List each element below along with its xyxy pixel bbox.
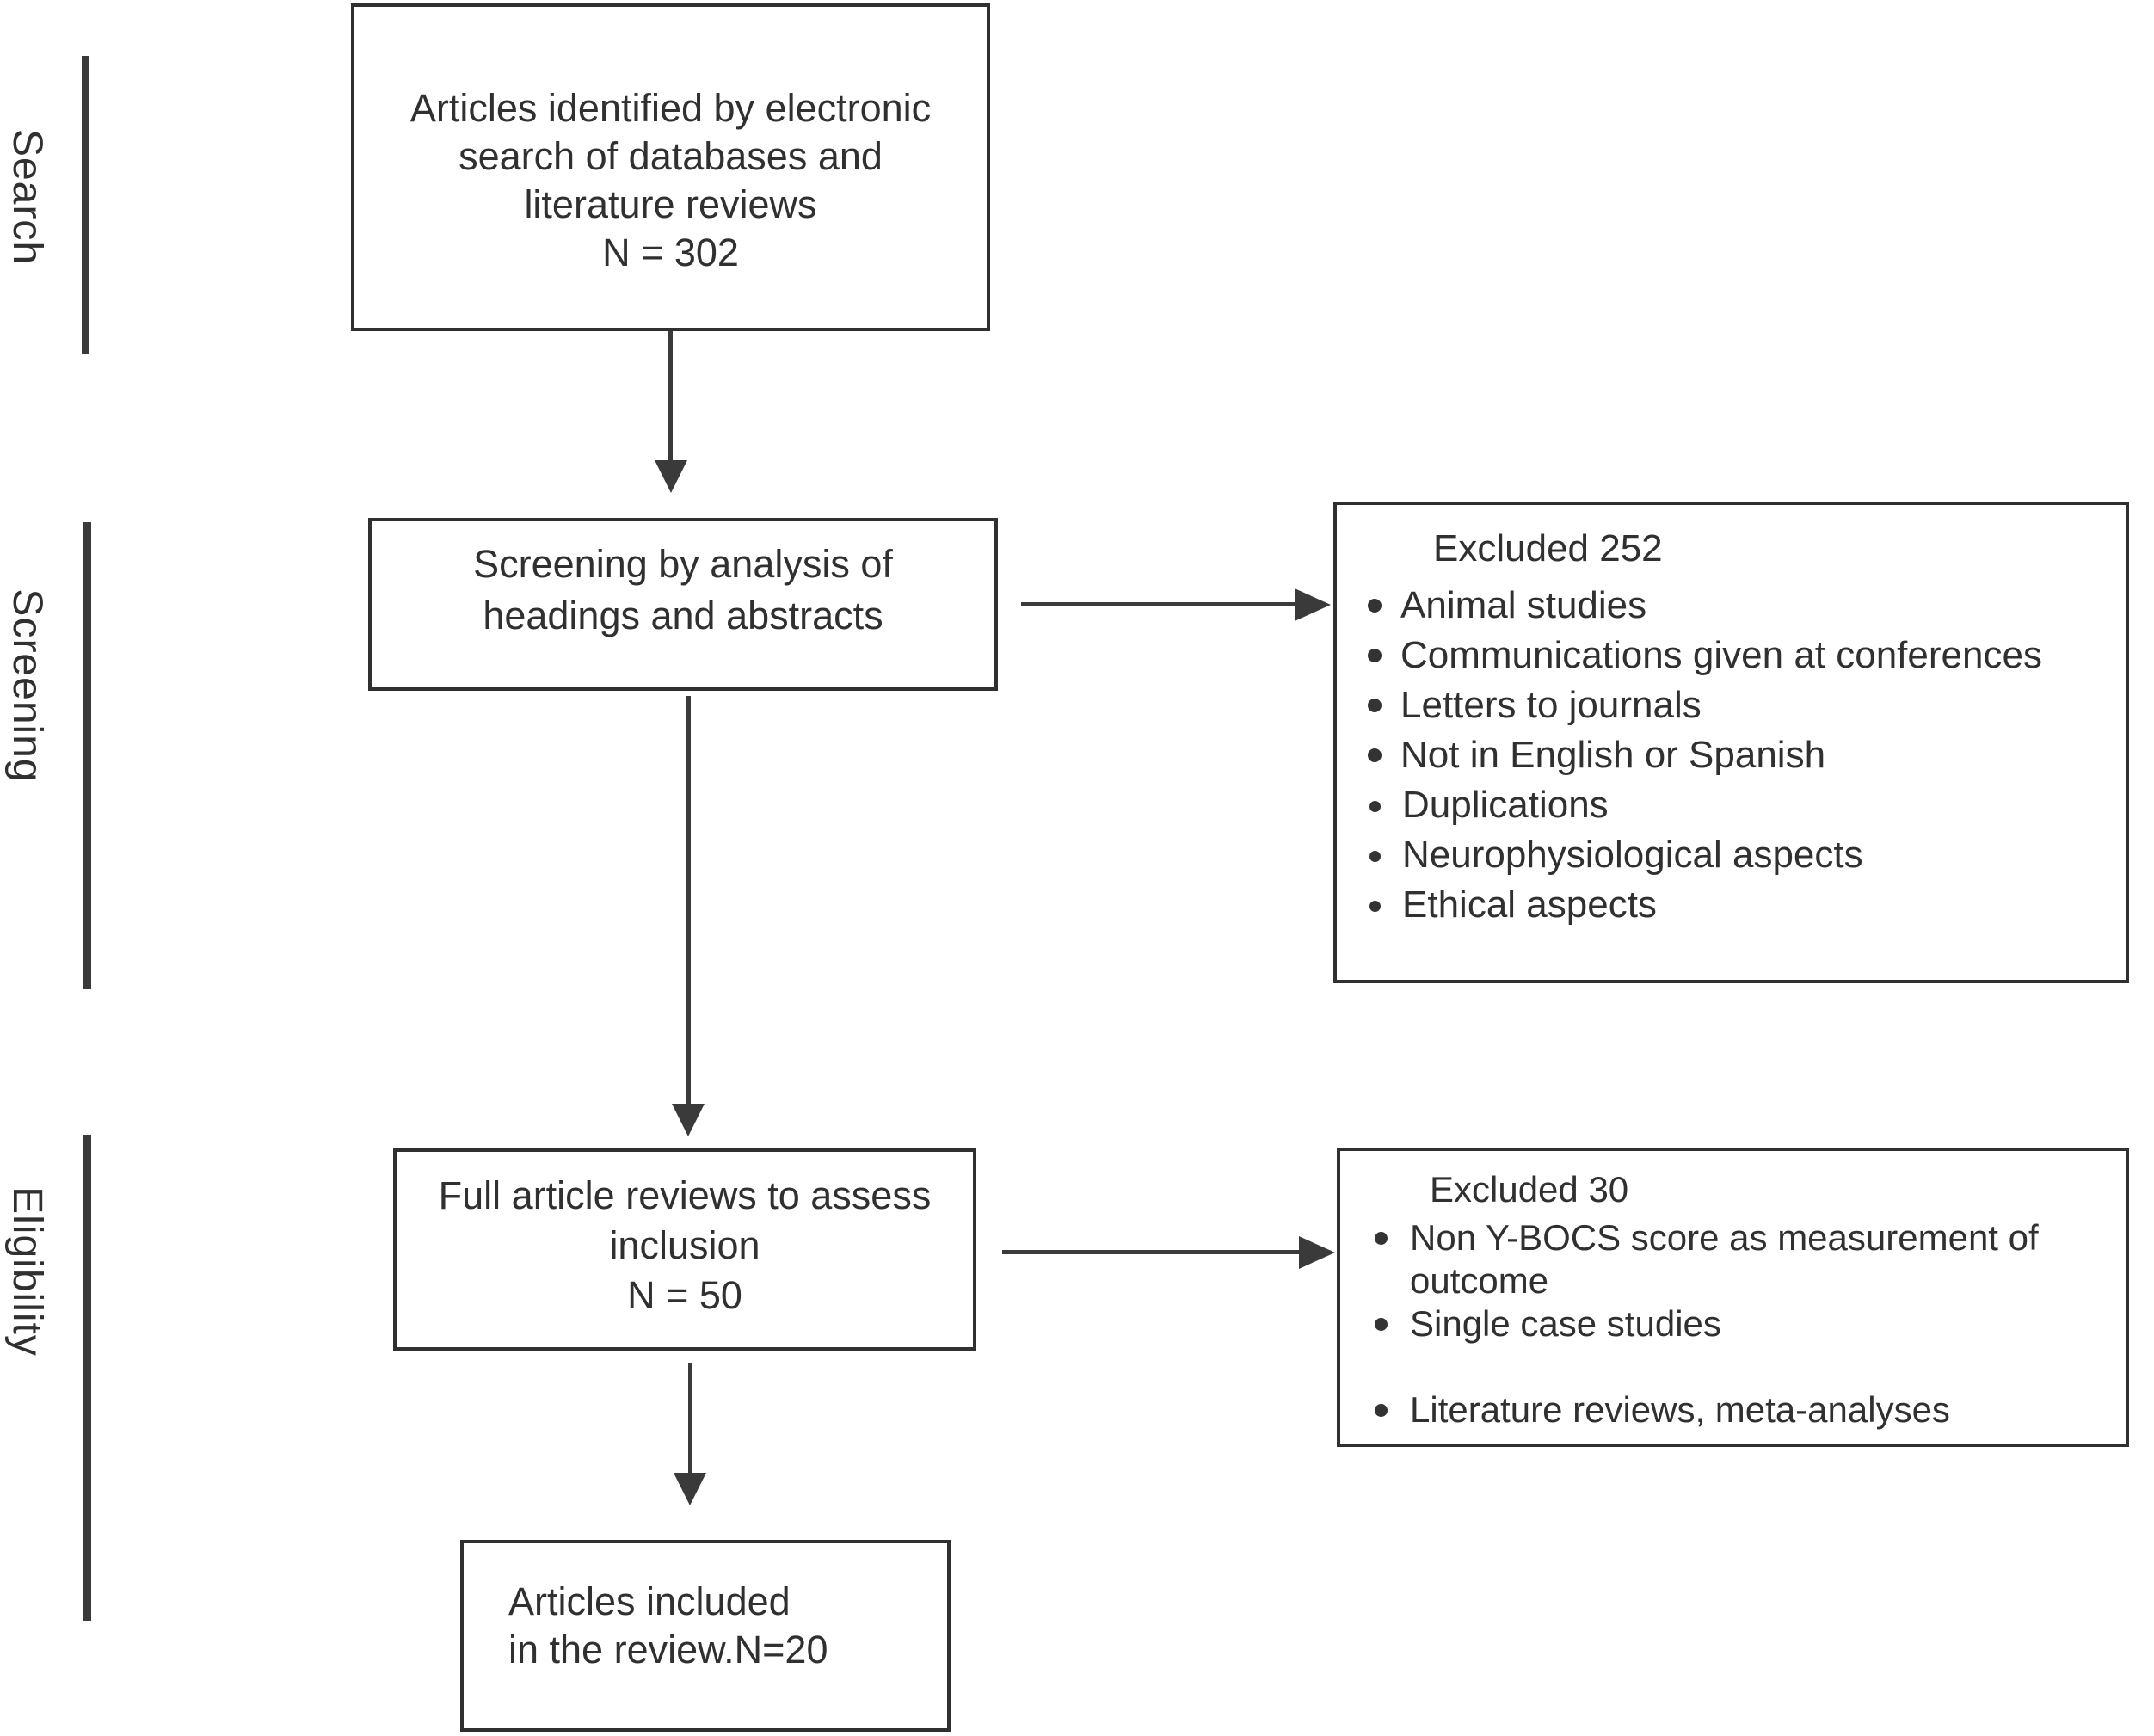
list-item: Single case studies <box>1340 1302 2126 1345</box>
text-line: Screening by analysis of <box>473 542 893 586</box>
stage-label-eligibility: Eligibility <box>4 1186 51 1357</box>
text-line: search of databases and <box>458 134 883 178</box>
excluded-30-title: Excluded 30 <box>1430 1169 1629 1210</box>
arrow-down-line-3 <box>688 1363 692 1473</box>
arrow-right-line-2 <box>1002 1250 1301 1254</box>
text-line: N = 302 <box>602 231 739 274</box>
bullet-icon <box>1369 801 1381 812</box>
bullet-icon <box>1369 851 1381 862</box>
stage-bar-search <box>82 56 89 354</box>
bullet-icon <box>1375 1318 1388 1331</box>
bullet-icon <box>1368 748 1382 762</box>
box-articles-included: Articles included in the review.N=20 <box>460 1540 951 1732</box>
bullet-icon <box>1368 649 1382 662</box>
list-item: Not in English or Spanish <box>1337 730 2126 780</box>
arrow-down-head-2 <box>672 1104 705 1136</box>
arrow-down-line-2 <box>686 696 691 1104</box>
text-line: Articles identified by electronic <box>409 86 932 130</box>
bullet-icon <box>1368 599 1382 613</box>
box-excluded-252: Excluded 252 Animal studies Communicatio… <box>1333 502 2129 983</box>
box-screening: Screening by analysis of headings and ab… <box>368 518 998 691</box>
text-line: Full article reviews to assess <box>438 1173 932 1217</box>
excluded-252-title: Excluded 252 <box>1433 527 1663 569</box>
bullet-icon <box>1375 1404 1388 1417</box>
list-item: Communications given at conferences <box>1337 631 2126 680</box>
text-line: in the review.N=20 <box>508 1628 828 1671</box>
bullet-icon <box>1375 1232 1388 1245</box>
list-item: Animal studies <box>1337 581 2126 631</box>
stage-bar-screening <box>83 522 91 989</box>
arrow-down-head-3 <box>674 1473 706 1505</box>
box-articles-identified: Articles identified by electronic search… <box>351 3 990 331</box>
arrow-down-line-1 <box>668 331 673 460</box>
arrow-right-head-2 <box>1299 1236 1335 1269</box>
stage-bar-eligibility <box>83 1135 91 1621</box>
stage-label-screening: Screening <box>4 588 51 783</box>
stage-label-search: Search <box>4 128 51 266</box>
list-item: Neurophysiological aspects <box>1337 830 2126 880</box>
arrow-right-head-1 <box>1295 588 1331 621</box>
arrow-down-head-1 <box>655 460 687 493</box>
list-item: Literature reviews, meta-analyses <box>1340 1388 2126 1431</box>
bullet-icon <box>1368 699 1382 712</box>
box-excluded-30: Excluded 30 Non Y-BOCS score as measurem… <box>1337 1148 2129 1447</box>
bullet-icon <box>1369 901 1381 912</box>
text-line: literature reviews <box>524 182 817 226</box>
text-line: N = 50 <box>627 1273 742 1317</box>
box-full-article-reviews: Full article reviews to assess inclusion… <box>393 1148 976 1351</box>
text-line: headings and abstracts <box>483 594 883 637</box>
text-line: Articles included <box>508 1579 791 1623</box>
list-item: Letters to journals <box>1337 680 2126 730</box>
list-item: Non Y-BOCS score as measurement of outco… <box>1340 1216 2126 1302</box>
list-item: Ethical aspects <box>1337 880 2126 930</box>
arrow-right-line-1 <box>1021 602 1296 606</box>
text-line: inclusion <box>609 1223 760 1267</box>
list-item: Duplications <box>1337 780 2126 830</box>
